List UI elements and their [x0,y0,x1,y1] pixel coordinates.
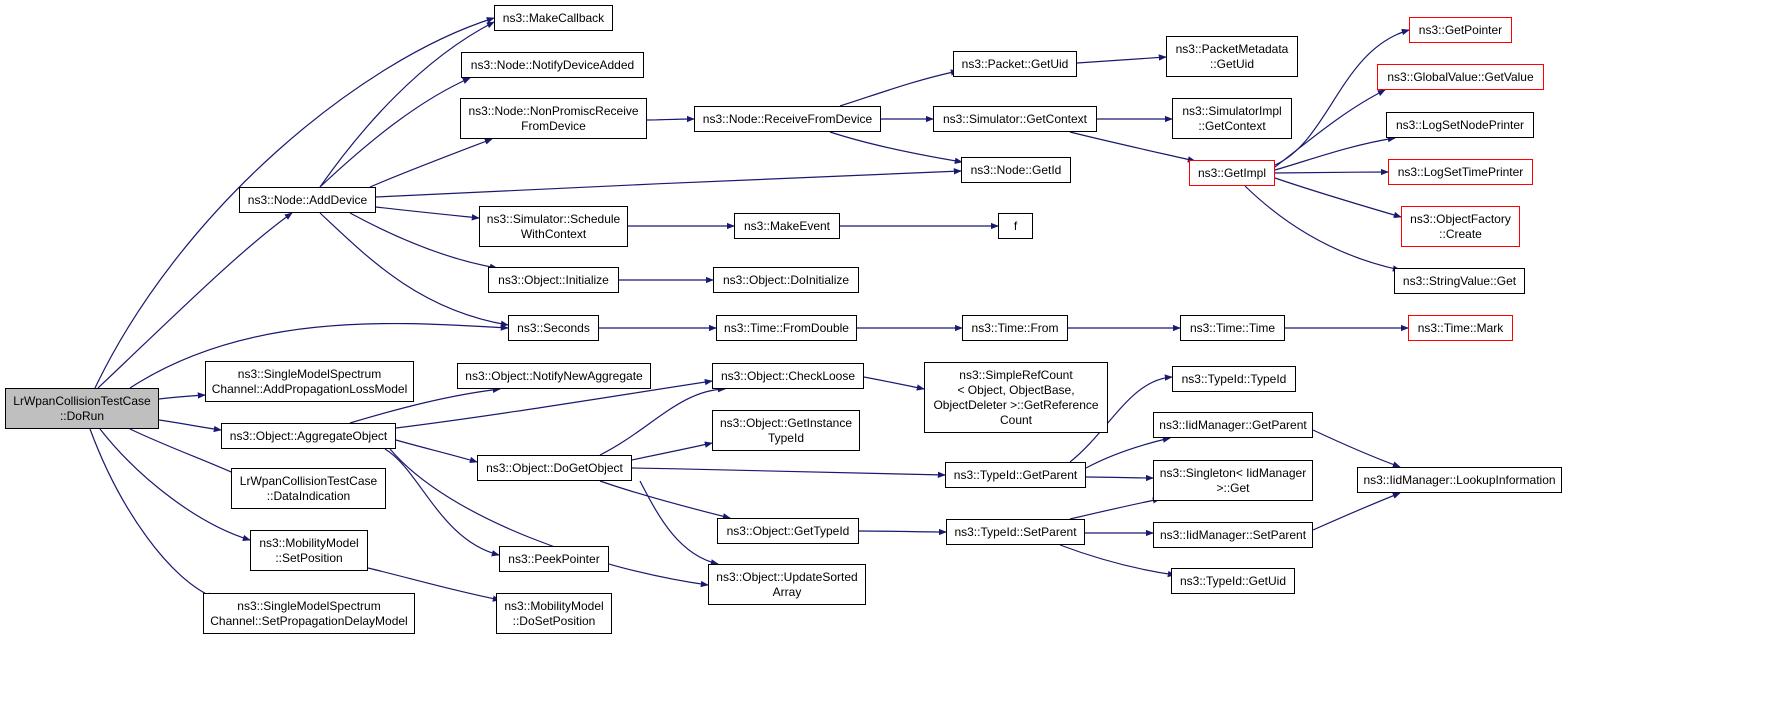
node-f[interactable]: f [998,213,1033,239]
node-notify-new-aggregate[interactable]: ns3::Object::NotifyNewAggregate [457,363,651,389]
node-log-set-time-printer[interactable]: ns3::LogSetTimePrinter [1388,159,1533,185]
edge-receive-packet-get-uid [839,69,959,107]
node-root: LrWpanCollisionTestCase ::DoRun [5,388,159,429]
edge-aggregate-check-loose [395,378,713,429]
node-packet-metadata-get-uid[interactable]: ns3::PacketMetadata ::GetUid [1166,36,1298,77]
node-do-get-object[interactable]: ns3::Object::DoGetObject [477,455,632,481]
edge-add-device-notify-device-added [319,77,471,188]
node-typeid-get-parent[interactable]: ns3::TypeId::GetParent [945,462,1086,488]
edge-add-device-seconds [319,212,509,327]
edge-get-impl-log-set-node-printer [1274,135,1396,171]
node-object-factory-create[interactable]: ns3::ObjectFactory ::Create [1401,206,1520,247]
edge-typeid-get-parent-typeid-typeid [1069,374,1173,463]
edge-get-impl-object-factory [1274,177,1402,219]
node-data-indication[interactable]: LrWpanCollisionTestCase ::DataIndication [231,468,386,509]
edge-iidmanager-get-parent-lookup [1312,429,1401,468]
edge-do-get-object-get-instance-type-id [631,441,713,461]
edge-object-get-type-id-typeid-set-parent [858,528,947,536]
edge-get-impl-string-value-get [1244,185,1401,272]
node-node-get-id[interactable]: ns3::Node::GetId [961,157,1071,183]
node-object-get-type-id[interactable]: ns3::Object::GetTypeId [717,518,859,544]
edge-typeid-set-parent-singleton [1069,497,1161,520]
edge-do-get-object-check-loose [599,385,726,456]
node-add-device[interactable]: ns3::Node::AddDevice [239,187,376,213]
node-get-pointer[interactable]: ns3::GetPointer [1409,17,1512,43]
edge-get-impl-global-value [1274,89,1386,168]
node-mobility-do-set-position[interactable]: ns3::MobilityModel ::DoSetPosition [496,593,612,634]
edge-mobility-set-position-do-set-position [367,567,501,602]
node-string-value-get[interactable]: ns3::StringValue::Get [1394,268,1525,294]
node-object-do-initialize[interactable]: ns3::Object::DoInitialize [713,267,859,293]
edge-add-device-schedule [375,206,480,221]
edge-root-add-device [97,212,293,389]
node-peek-pointer[interactable]: ns3::PeekPointer [499,546,609,572]
node-time-from[interactable]: ns3::Time::From [962,315,1068,341]
node-global-value-get-value[interactable]: ns3::GlobalValue::GetValue [1377,64,1544,90]
node-time-time[interactable]: ns3::Time::Time [1180,315,1285,341]
edge-root-aggregate-object [158,419,222,433]
edge-add-device-object-initialize [349,212,498,270]
edge-root-mobility-set-position [99,428,251,541]
node-add-propagation-loss-model[interactable]: ns3::SingleModelSpectrum Channel::AddPro… [205,361,414,402]
edge-aggregate-do-get-object [395,439,478,464]
edge-receive-node-get-id [829,131,963,164]
edge-add-device-make-callback [319,21,495,188]
node-mobility-set-position[interactable]: ns3::MobilityModel ::SetPosition [250,530,368,571]
node-singleton-get[interactable]: ns3::Singleton< IidManager >::Get [1153,460,1313,501]
edge-root-add-propagation-loss [158,392,206,400]
node-iidmanager-set-parent[interactable]: ns3::IidManager::SetParent [1153,522,1313,548]
node-get-instance-type-id[interactable]: ns3::Object::GetInstance TypeId [712,410,860,451]
node-object-initialize[interactable]: ns3::Object::Initialize [488,267,619,293]
edge-root-data-indication [129,428,241,477]
node-time-from-double[interactable]: ns3::Time::FromDouble [716,315,857,341]
edge-typeid-get-parent-iidmanager-get-parent [1085,436,1171,469]
node-update-sorted-array[interactable]: ns3::Object::UpdateSorted Array [708,564,866,605]
node-aggregate-object[interactable]: ns3::Object::AggregateObject [221,423,396,449]
edge-add-device-non-promisc [369,138,493,188]
edge-iidmanager-set-parent-lookup [1312,492,1401,531]
node-make-event[interactable]: ns3::MakeEvent [734,213,840,239]
edge-do-get-object-update-sorted-array [639,480,719,566]
node-simulatorimpl-get-context[interactable]: ns3::SimulatorImpl ::GetContext [1172,98,1292,139]
edge-root-make-callback [94,17,495,389]
edge-check-loose-simple-ref-count [863,376,925,391]
node-make-callback[interactable]: ns3::MakeCallback [494,5,613,31]
node-non-promisc-receive[interactable]: ns3::Node::NonPromiscReceive FromDevice [460,98,647,139]
edge-root-set-propagation-delay [89,428,216,599]
edge-add-device-node-get-id [375,168,962,198]
edge-root-seconds [129,322,509,389]
node-iidmanager-lookup[interactable]: ns3::IidManager::LookupInformation [1357,467,1562,493]
node-check-loose[interactable]: ns3::Object::CheckLoose [712,363,864,389]
edge-aggregate-peek-pointer [384,448,500,557]
node-packet-get-uid[interactable]: ns3::Packet::GetUid [953,51,1077,77]
edge-simulator-get-context-get-impl [1069,131,1196,163]
node-get-impl[interactable]: ns3::GetImpl [1189,160,1275,186]
edge-non-promisc-receive [646,115,695,123]
node-receive-from-device[interactable]: ns3::Node::ReceiveFromDevice [694,106,881,132]
node-iidmanager-get-parent[interactable]: ns3::IidManager::GetParent [1153,412,1313,438]
edge-aggregate-update-sorted-array [389,448,709,588]
node-seconds[interactable]: ns3::Seconds [508,315,599,341]
node-typeid-typeid[interactable]: ns3::TypeId::TypeId [1172,366,1296,392]
node-log-set-node-printer[interactable]: ns3::LogSetNodePrinter [1386,112,1534,138]
node-schedule-with-context[interactable]: ns3::Simulator::Schedule WithContext [479,206,628,247]
edge-aggregate-notify-new-aggregate [349,386,501,424]
node-typeid-get-uid[interactable]: ns3::TypeId::GetUid [1171,568,1295,594]
node-notify-device-added[interactable]: ns3::Node::NotifyDeviceAdded [461,52,644,78]
node-set-propagation-delay-model[interactable]: ns3::SingleModelSpectrum Channel::SetPro… [203,593,415,634]
node-typeid-set-parent[interactable]: ns3::TypeId::SetParent [946,519,1085,545]
node-time-mark[interactable]: ns3::Time::Mark [1408,315,1513,341]
edge-packet-get-uid-metadata [1076,54,1167,64]
edge-typeid-set-parent-typeid-get-uid [1059,544,1176,578]
node-simulator-get-context[interactable]: ns3::Simulator::GetContext [933,106,1097,132]
edge-typeid-get-parent-singleton [1085,474,1154,482]
edge-do-get-object-object-get-type-id [599,480,731,520]
node-simple-ref-count[interactable]: ns3::SimpleRefCount < Object, ObjectBase… [924,362,1108,433]
edge-get-impl-log-set-time-printer [1274,168,1389,176]
edge-do-get-object-typeid-get-parent [631,467,946,478]
